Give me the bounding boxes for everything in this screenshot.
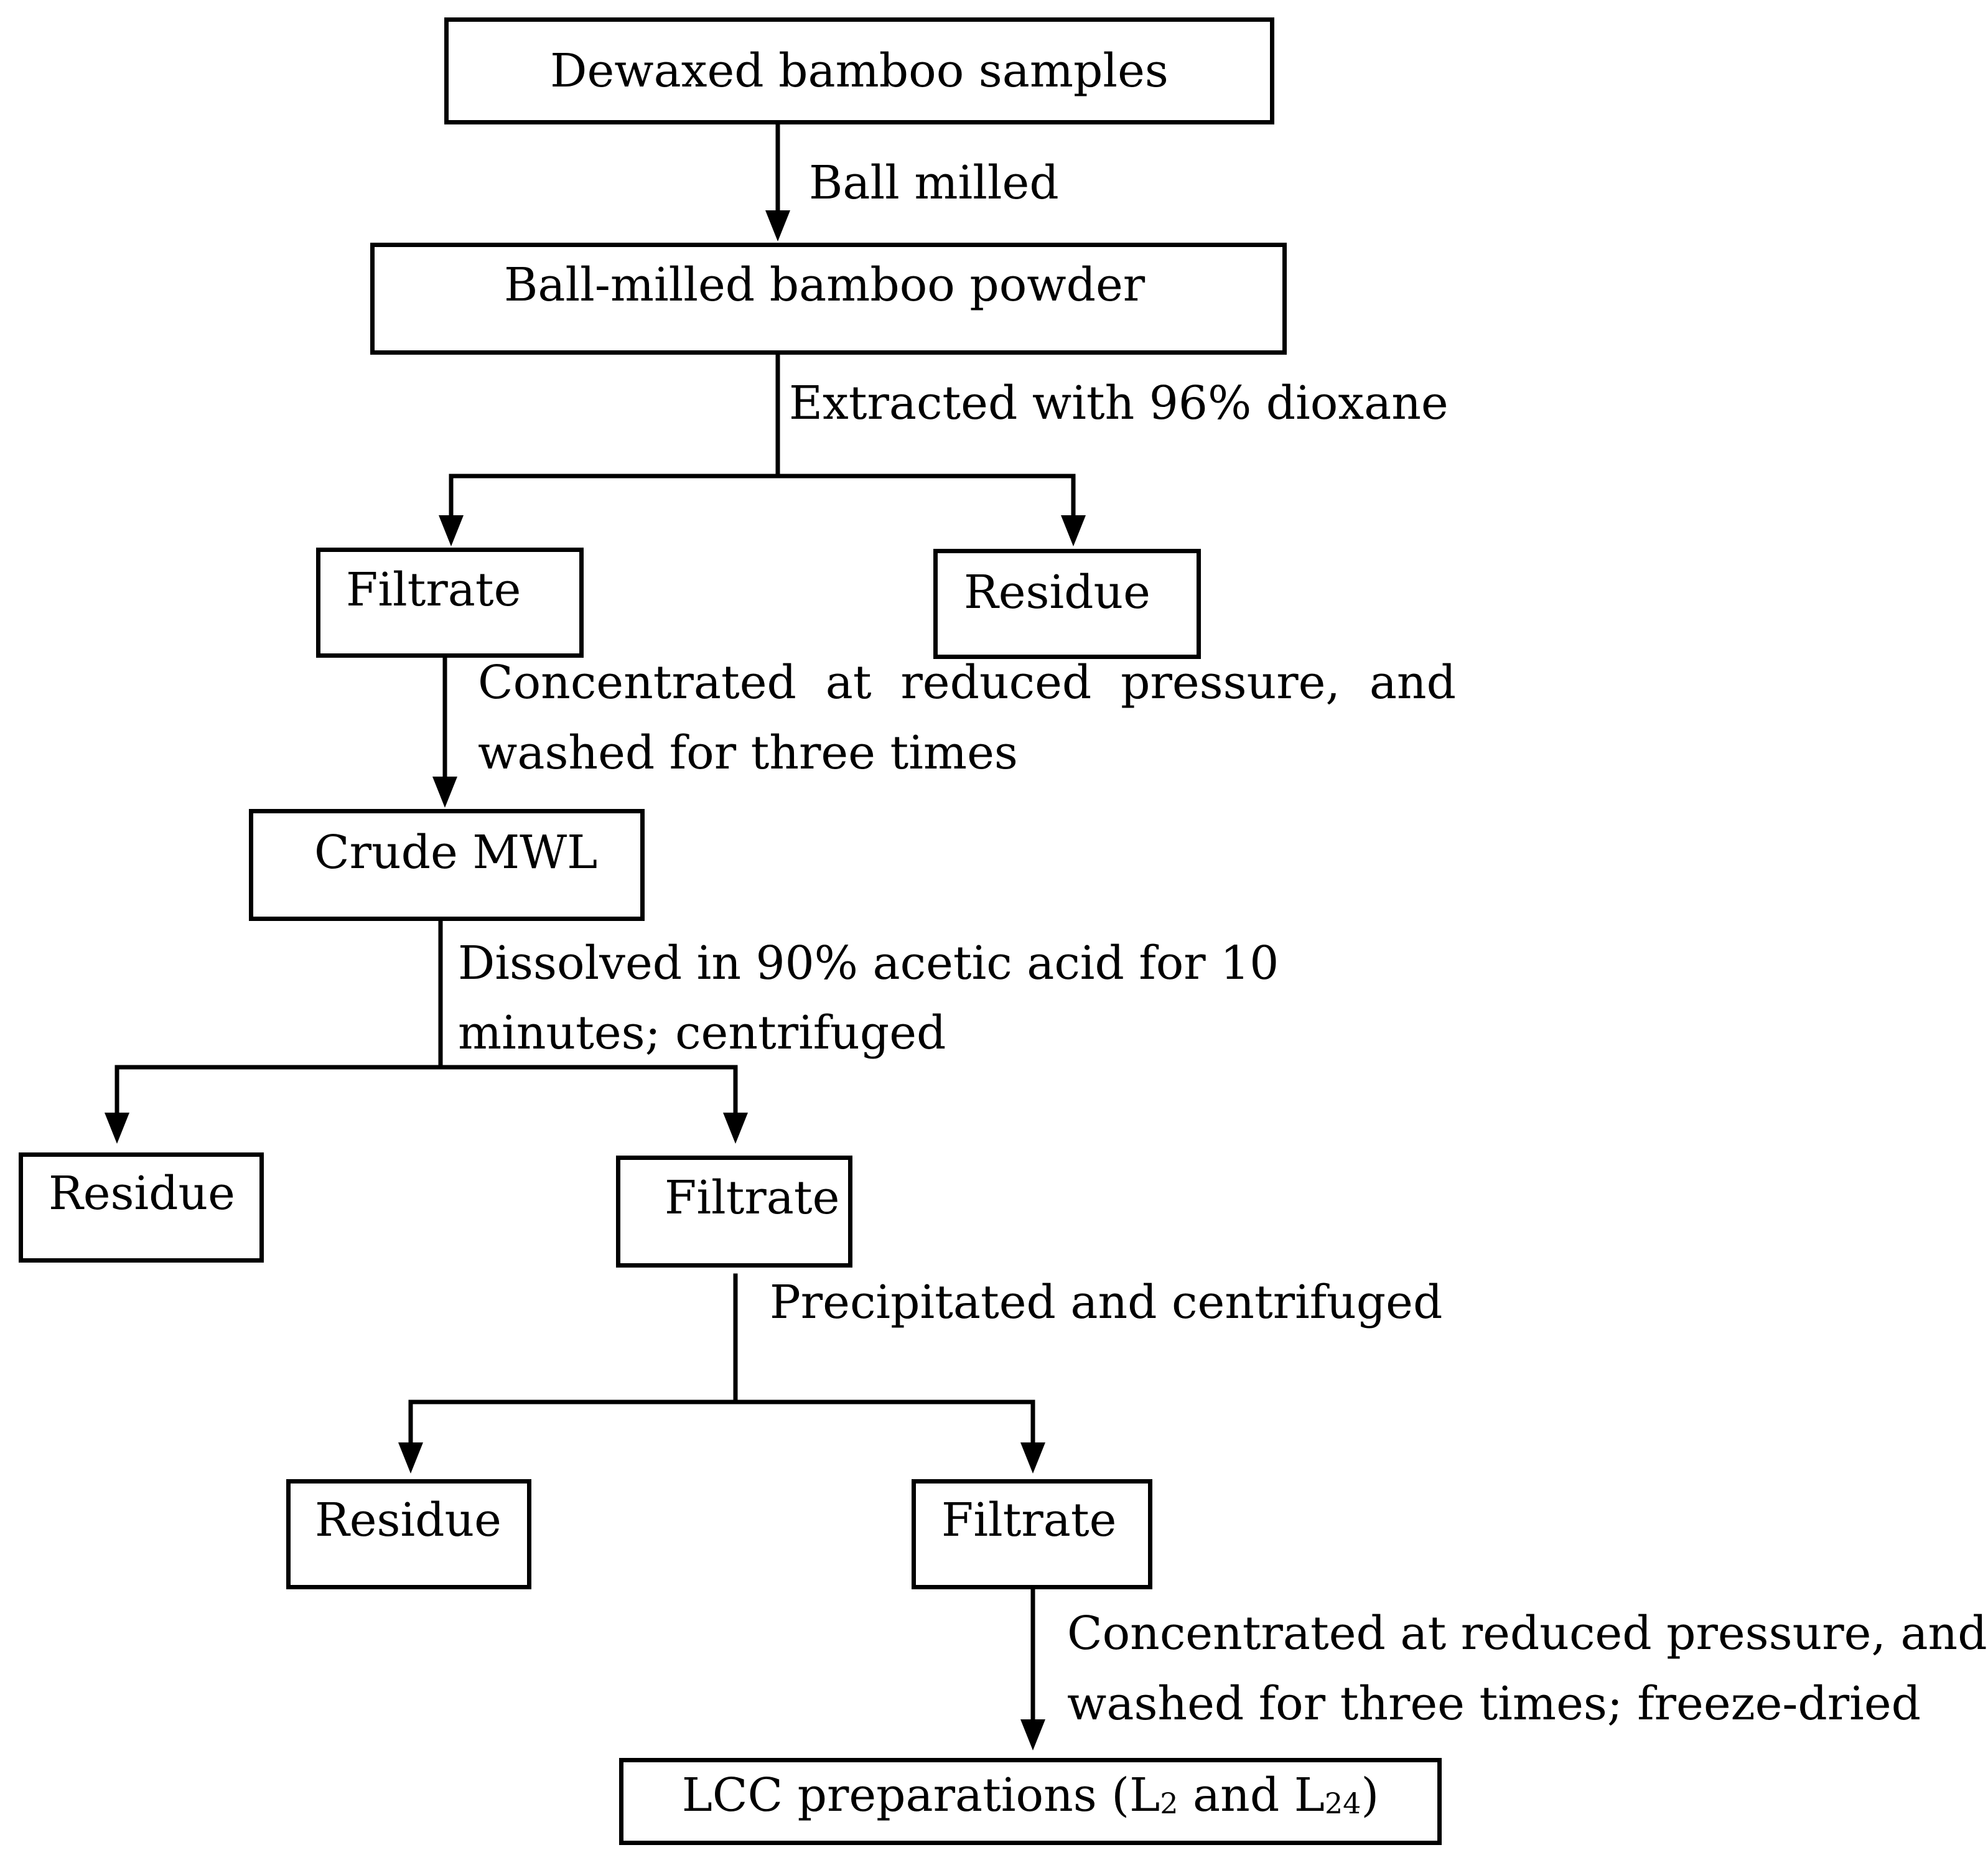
box-crude-mwl-text: Crude MWL [314,826,598,879]
box-filtrate-1-text: Filtrate [346,563,521,617]
step-concentrated-2-line1: Concentrated at reduced pressure, and [1067,1607,1987,1660]
lcc-subscript-24: 24 [1324,1787,1361,1820]
box-residue-2 [19,1152,264,1263]
arrowhead-crude-mwl [432,777,457,808]
word: reduced [900,656,1092,709]
box-filtrate-2-text: Filtrate [665,1171,840,1225]
arrowhead-filtrate1 [439,515,464,546]
step-extracted-dioxane: Extracted with 96% dioxane [789,376,1449,430]
arrowhead-lcc [1020,1719,1045,1750]
box-filtrate-3-text: Filtrate [941,1493,1117,1547]
box-filtrate-2 [616,1156,852,1268]
step-ball-milled: Ball milled [809,156,1059,210]
box-filtrate-1 [316,548,584,658]
arrowhead-residue2 [105,1113,129,1144]
arrowhead-ball-milled [765,210,790,241]
box-filtrate-3 [912,1479,1152,1589]
word: at [825,656,872,709]
box-crude-mwl [249,809,645,921]
box-residue-2-text: Residue [49,1167,235,1220]
step-concentrated-2-line2: washed for three times; freeze-dried [1067,1677,1921,1731]
lcc-prefix: LCC preparations (L [681,1769,1160,1822]
lcc-suffix: ) [1361,1769,1379,1822]
step-dissolved-line1: Dissolved in 90% acetic acid for 10 [458,937,1279,990]
box-residue-3-text: Residue [315,1493,502,1547]
step-dissolved-line2: minutes; centrifuged [458,1006,946,1060]
arrowhead-residue1 [1061,515,1086,546]
arrowhead-filtrate3 [1020,1442,1045,1474]
arrowhead-residue3 [398,1442,423,1474]
step-precipitated: Precipitated and centrifuged [770,1276,1443,1329]
step-concentrated-1-line2: washed for three times [478,726,1018,780]
box-dewaxed-samples-text: Dewaxed bamboo samples [550,44,1169,98]
arrowhead-filtrate2 [723,1113,748,1144]
box-residue-1-text: Residue [964,566,1150,619]
word: and [1369,656,1456,709]
lcc-subscript-2: 2 [1160,1787,1178,1820]
box-lcc-preparations [619,1758,1442,1845]
lcc-mid: and L [1178,1769,1325,1822]
step-concentrated-1-line1: Concentrated at reduced pressure, and [478,658,1456,708]
box-lcc-preparations-text: LCC preparations (L2 and L24) [619,1770,1442,1826]
box-ball-milled-powder-text: Ball-milled bamboo powder [504,258,1146,312]
box-residue-1 [933,549,1201,659]
box-residue-3 [286,1479,531,1589]
box-ball-milled-powder [370,243,1287,355]
word: Concentrated [478,656,796,709]
word: pressure, [1121,656,1340,709]
box-dewaxed-samples [444,17,1274,124]
